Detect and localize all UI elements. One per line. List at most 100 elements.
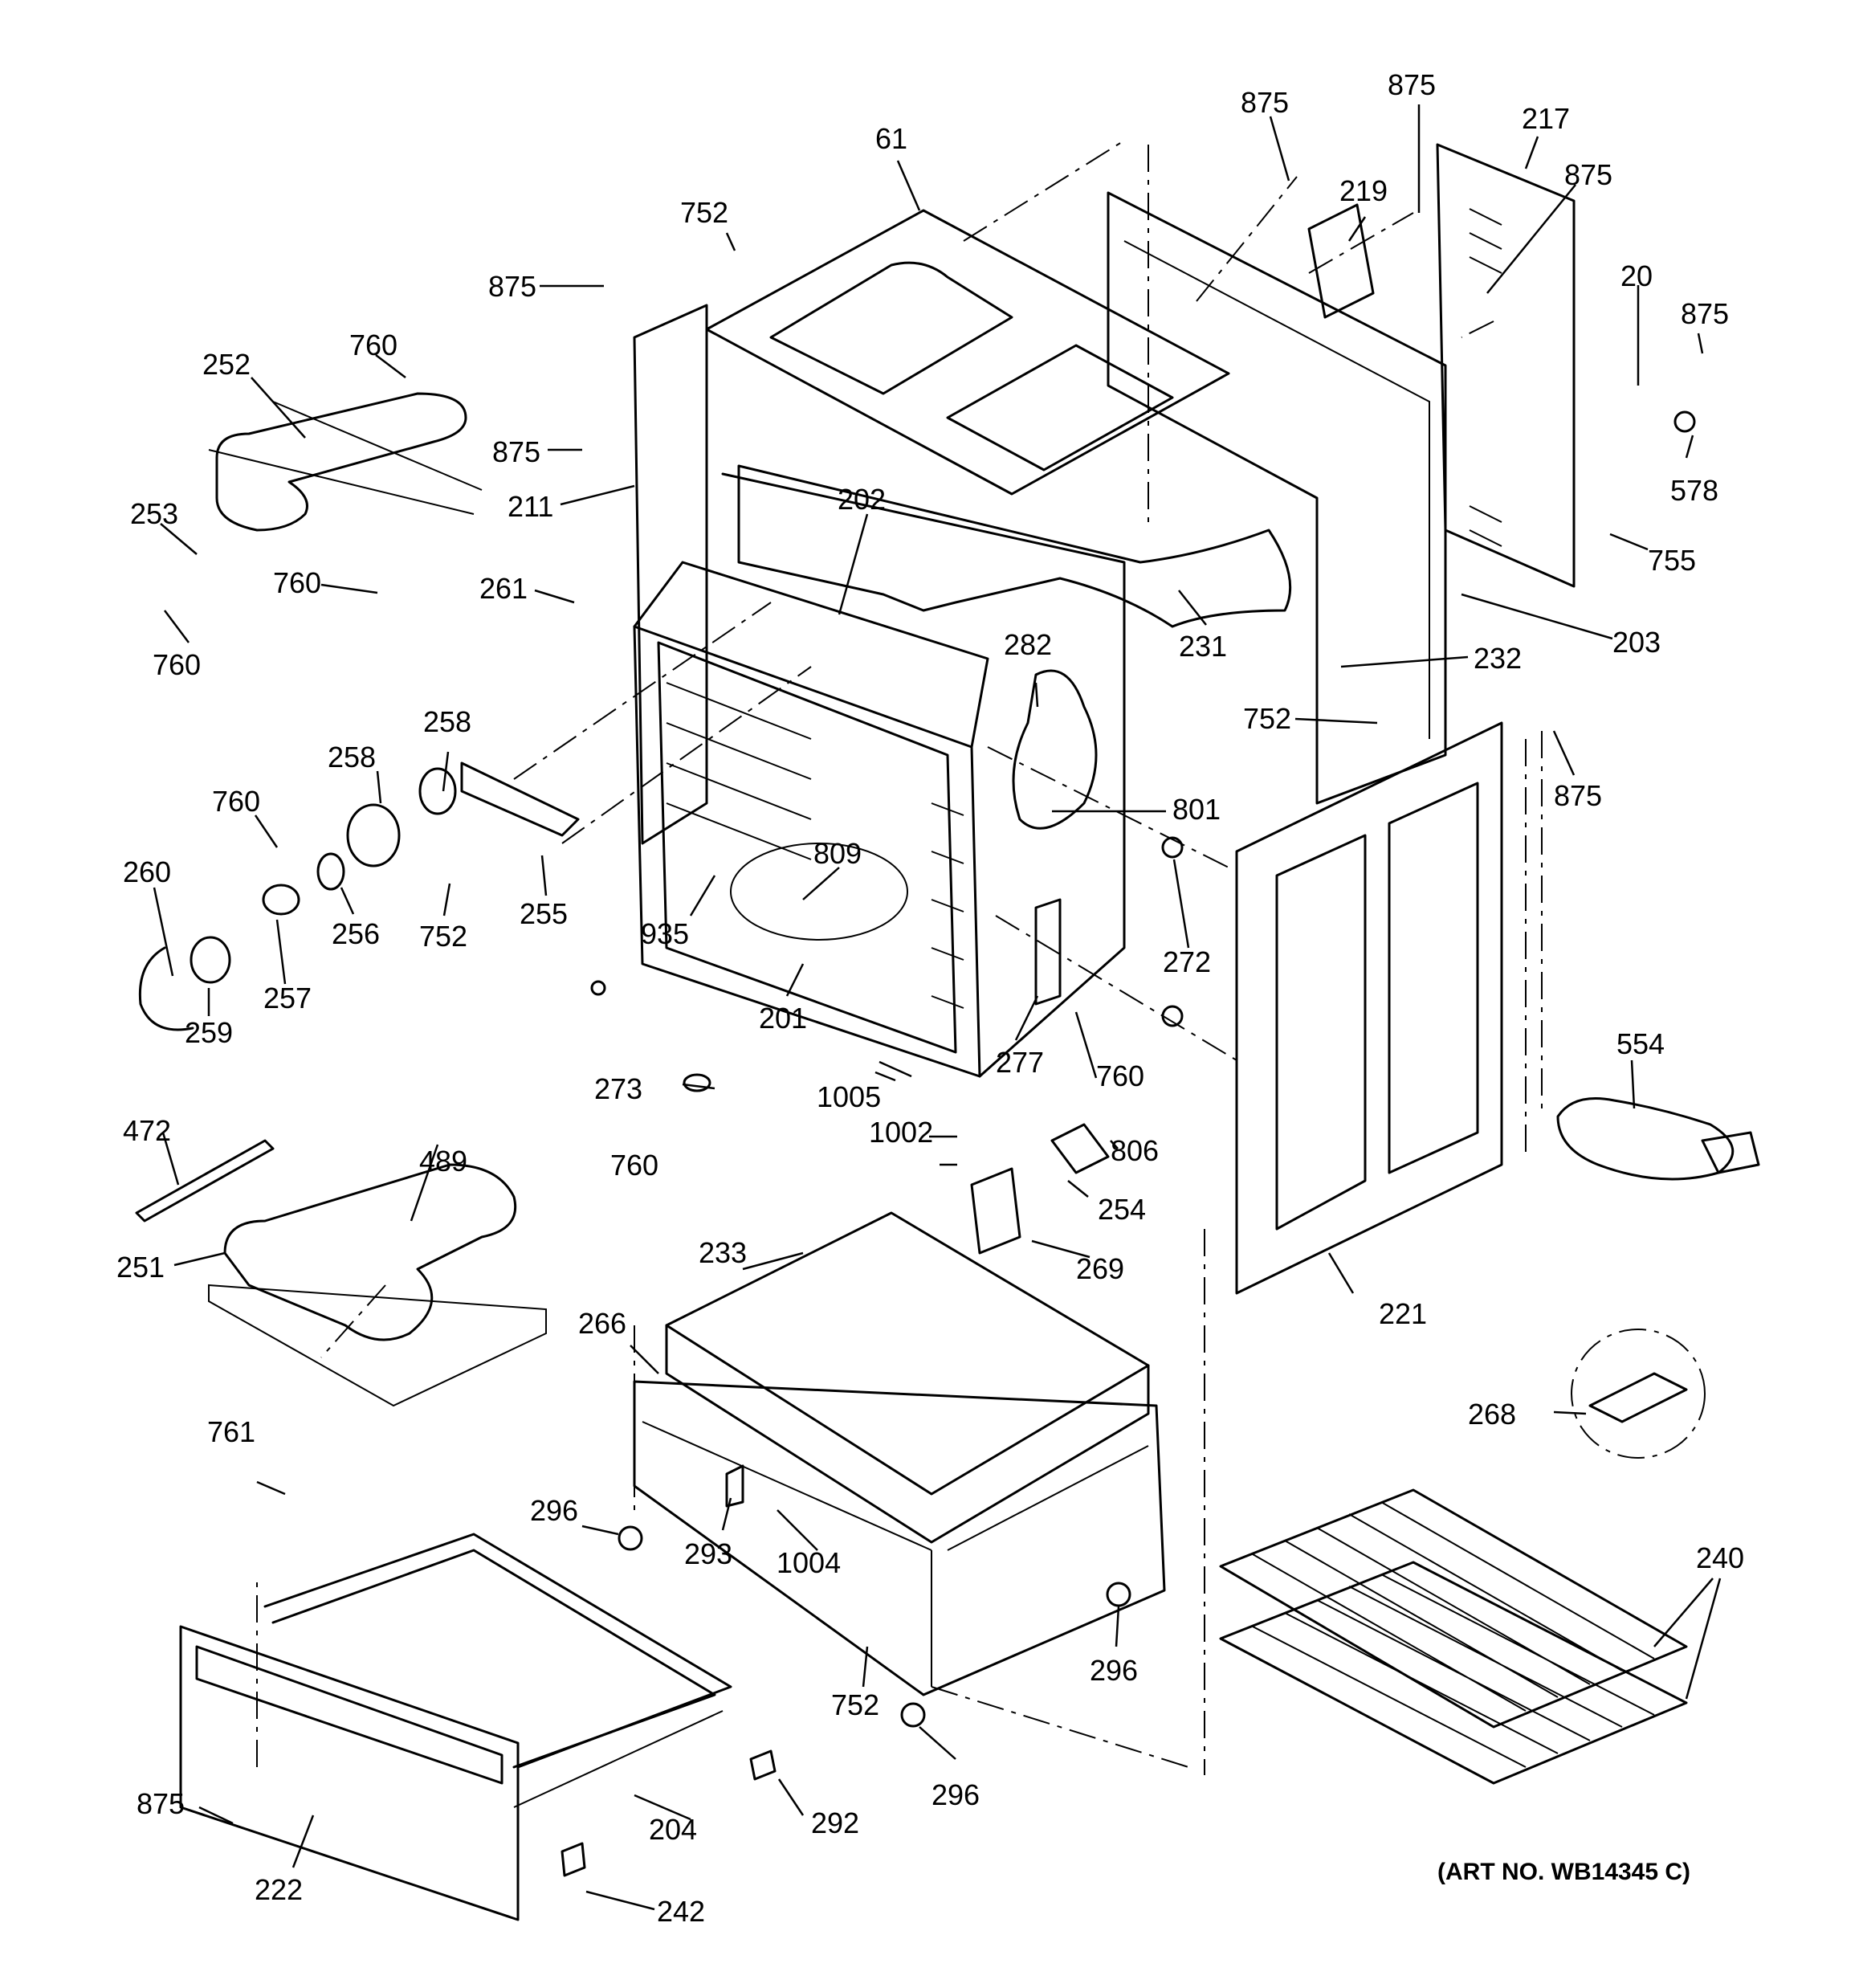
callout-label: 233	[699, 1236, 747, 1269]
callout-label: 806	[1111, 1134, 1159, 1167]
callout-label: 292	[811, 1806, 859, 1839]
callout-label: 219	[1339, 174, 1388, 207]
drawer-front	[179, 1625, 520, 1921]
leveling-leg-a	[618, 1525, 643, 1551]
rear-cover-vents	[1469, 208, 1502, 547]
light-gasket	[418, 767, 457, 815]
callout-label: 875	[1681, 297, 1729, 330]
bake-element-cover	[208, 1284, 547, 1407]
callout-label: 255	[520, 897, 568, 930]
rack-slide	[135, 1139, 275, 1223]
back-panel	[1107, 191, 1447, 805]
callout-label: 231	[1179, 630, 1227, 663]
callout-label: 296	[1090, 1654, 1138, 1687]
light-receptacle	[316, 852, 345, 891]
art-number: (ART NO. WB14345 C)	[1437, 1859, 1690, 1885]
callout-label: 222	[255, 1873, 303, 1906]
callout-label: 257	[263, 982, 312, 1014]
callout-label: 217	[1522, 102, 1570, 135]
callout-label: 272	[1163, 945, 1211, 978]
drawer-stop	[561, 1842, 586, 1877]
callout-label: 61	[875, 122, 907, 155]
callout-label: 760	[610, 1149, 658, 1182]
screw-a	[590, 980, 606, 996]
callout-label: 760	[273, 566, 321, 599]
screw-c	[1161, 1005, 1184, 1027]
callout-label: 801	[1172, 793, 1221, 826]
oven-insulation	[737, 464, 1292, 628]
callout-label: 760	[1096, 1059, 1144, 1092]
drawer-roller	[749, 1749, 777, 1781]
broil-element	[215, 392, 467, 532]
callout-label: 296	[530, 1494, 578, 1527]
callout-label: 578	[1670, 474, 1718, 507]
terminal-block	[1307, 203, 1375, 319]
callout-label: 296	[932, 1778, 980, 1811]
callout-labels: 875 875 217 219 875 61 752 875 20 875 25…	[116, 68, 1744, 1928]
cabinet-top-panel-a	[769, 261, 1013, 395]
oven-rack-guides	[666, 682, 964, 1009]
left-side-panel	[633, 304, 708, 845]
callout-label: 935	[641, 917, 689, 950]
cabinet-top	[705, 209, 1230, 496]
bracket-269	[970, 1167, 1021, 1255]
support-frame-rails	[642, 1421, 1149, 1687]
drawer-slide	[513, 1710, 724, 1808]
callout-label: 809	[813, 837, 862, 870]
callout-label: 259	[185, 1016, 233, 1049]
callout-label: 752	[680, 196, 728, 229]
oven-liner-body	[721, 472, 1126, 1078]
callout-label: 760	[153, 648, 201, 681]
part-outlines	[135, 143, 1760, 1921]
light-lens	[190, 936, 231, 984]
callout-label: 875	[1241, 86, 1289, 119]
bake-element	[223, 1163, 517, 1341]
callout-label: 1005	[817, 1080, 881, 1113]
callout-label: 273	[594, 1072, 642, 1105]
detail-clip	[1588, 1372, 1688, 1423]
bracket-293	[725, 1464, 744, 1508]
callout-label: 252	[202, 348, 251, 381]
callout-label: 261	[479, 572, 528, 605]
callout-label: 20	[1620, 259, 1653, 292]
callout-label: 203	[1612, 626, 1661, 659]
oven-rack-lower	[1219, 1561, 1688, 1785]
callout-label: 221	[1379, 1297, 1427, 1330]
callout-label: 761	[207, 1415, 255, 1448]
insulation-pad-side	[665, 1324, 1150, 1544]
right-side-panel-window-b	[1388, 782, 1479, 1174]
callout-label: 240	[1696, 1541, 1744, 1574]
callout-label: 256	[332, 917, 380, 950]
callout-label: 875	[492, 435, 540, 468]
callout-label: 258	[423, 705, 471, 738]
broil-element-brackets	[208, 401, 483, 515]
vent-cap	[683, 1073, 711, 1092]
callout-label: 760	[212, 785, 260, 818]
callout-label: 554	[1616, 1027, 1665, 1060]
callout-label: 1002	[869, 1116, 933, 1149]
callout-label: 875	[1388, 68, 1436, 101]
power-cord-plug	[1701, 1131, 1760, 1174]
right-side-panel	[1235, 721, 1503, 1295]
callout-label: 266	[578, 1307, 626, 1340]
callout-label: 755	[1648, 544, 1696, 577]
callout-label: 260	[123, 855, 171, 888]
callout-label: 875	[137, 1787, 185, 1820]
oven-rack-wires	[1252, 1501, 1655, 1768]
oven-floor-oval	[730, 843, 908, 941]
detail-circle	[1571, 1329, 1706, 1459]
terminal-block-mount	[1050, 1123, 1110, 1174]
oven-liner-opening	[657, 641, 957, 1054]
hinge-receiver	[1034, 898, 1062, 1006]
light-bracket	[460, 761, 580, 837]
light-bulb	[262, 884, 300, 916]
callout-label: 752	[419, 920, 467, 953]
callout-label: 242	[657, 1895, 705, 1928]
callout-label: 268	[1468, 1398, 1516, 1431]
leveling-leg-b	[1106, 1582, 1131, 1607]
power-cord	[1556, 1097, 1735, 1181]
callout-label: 251	[116, 1251, 165, 1284]
callout-label: 232	[1474, 642, 1522, 675]
support-frame	[633, 1380, 1166, 1696]
